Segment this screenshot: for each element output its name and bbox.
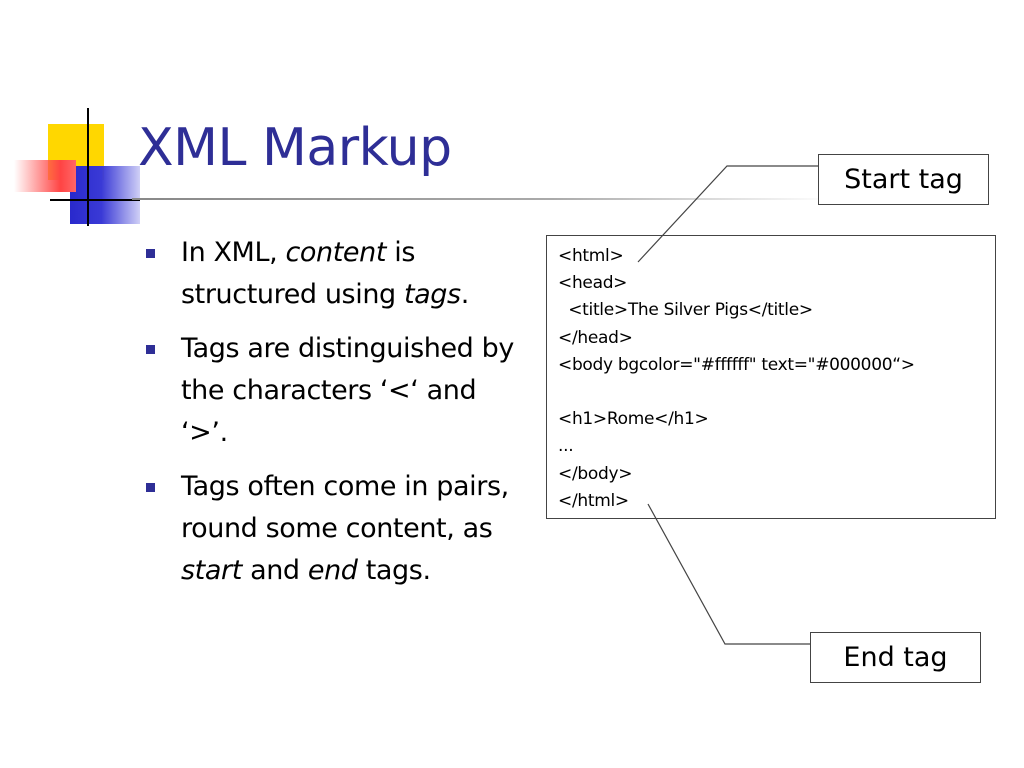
bullet-item: Tags are distinguished by the characters… [146,328,526,454]
logo-blue-square [70,166,140,224]
title-underline [132,198,832,200]
bullet-text-segment: Tags are distinguished by the characters… [181,333,514,448]
bullet-square-icon [146,483,155,492]
bullet-item: Tags often come in pairs, round some con… [146,466,526,592]
code-line: </body> [558,463,633,484]
bullet-text-segment: and [241,555,308,586]
code-line: <head> [558,273,628,294]
bullet-text-segment: . [460,279,470,310]
code-line: ... [558,436,574,457]
end-tag-callout: End tag [810,632,981,683]
bullet-text: In XML, content is structured using tags… [181,237,469,310]
code-box: <html> <head> <title>The Silver Pigs</tit… [546,235,996,519]
emphasized-term: start [181,555,242,586]
code-line: <html> [558,246,624,266]
emphasized-term: end [307,555,358,586]
bullet-square-icon [146,249,155,258]
bullet-text-segment: In XML, [181,237,286,268]
code-line: <title>The Silver Pigs</title> [558,300,813,321]
code-line: <h1>Rome</h1> [558,409,709,430]
bullet-text-segment: is structured using [181,237,415,310]
start-tag-callout: Start tag [818,154,989,205]
bullet-item: In XML, content is structured using tags… [146,232,526,316]
bullet-text-segment: tags. [357,555,431,586]
slide-title: XML Markup [138,118,452,178]
code-line: </html> [558,490,629,511]
bullet-text: Tags often come in pairs, round some con… [181,471,509,586]
logo-red-square [14,160,76,192]
logo-horizontal-line [50,199,140,201]
code-line [558,379,995,406]
end-tag-leader-line [647,503,810,645]
slide-logo [0,0,160,240]
emphasized-term: content [285,237,387,268]
bullet-text: Tags are distinguished by the characters… [181,333,514,448]
logo-vertical-line [87,108,89,226]
code-line: </head> [558,327,633,348]
bullet-square-icon [146,345,155,354]
code-line: <body bgcolor="#ffffff" text="#000000“> [558,354,915,375]
bullet-text-segment: Tags often come in pairs, round some con… [181,471,509,544]
emphasized-term: tags [403,279,461,310]
bullet-list: In XML, content is structured using tags… [146,232,526,604]
